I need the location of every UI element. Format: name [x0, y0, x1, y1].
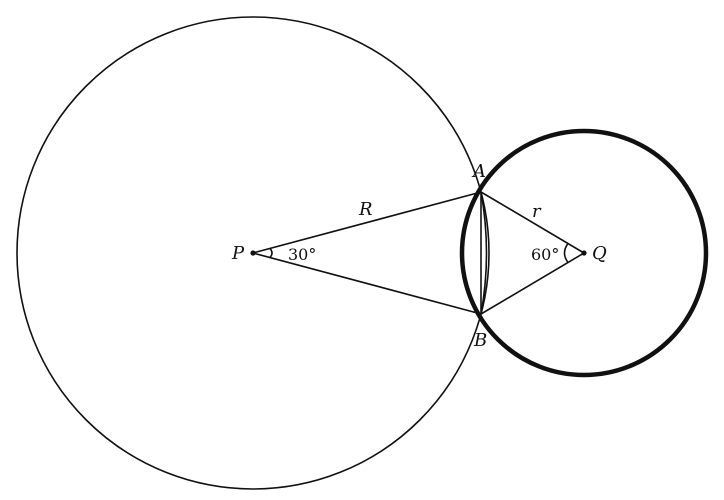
label-radius-R: R: [358, 199, 373, 220]
segment-PA: [252, 191, 482, 254]
segment-QB: [480, 252, 585, 315]
angle-label-P: 30°: [288, 245, 316, 264]
angle-arc-P: [269, 247, 273, 259]
segment-QA: [480, 191, 585, 254]
point-Q: [581, 250, 587, 256]
label-radius-r: r: [532, 201, 542, 222]
small-circle: [459, 128, 709, 378]
lens-arc: [480, 191, 488, 315]
label-A: A: [471, 161, 486, 182]
label-B: B: [473, 330, 487, 351]
label-Q: Q: [592, 243, 607, 264]
label-P: P: [231, 243, 245, 264]
big-circle: [16, 16, 490, 490]
angle-label-Q: 60°: [531, 245, 559, 264]
angle-arc-Q: [563, 243, 569, 263]
segment-PB: [252, 252, 482, 315]
point-P: [250, 250, 256, 256]
